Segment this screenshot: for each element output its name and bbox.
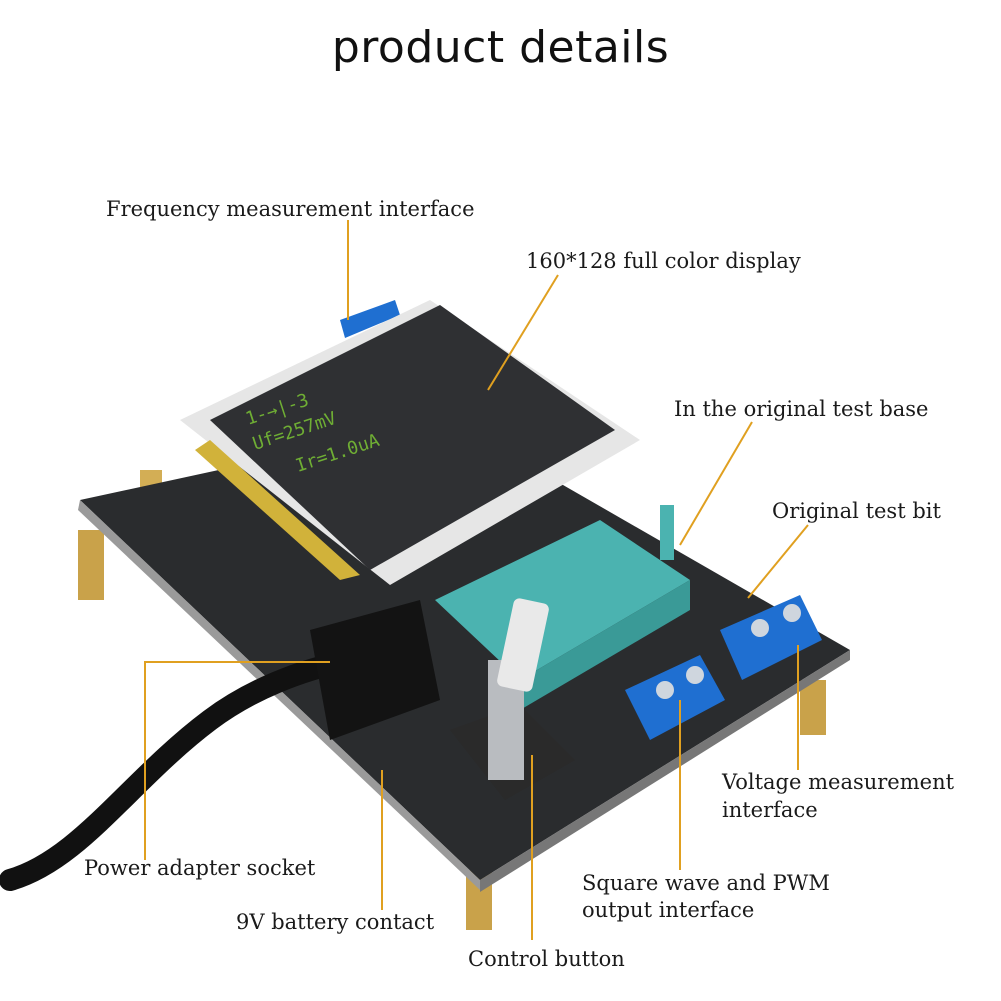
zif-socket xyxy=(435,520,690,680)
leader-test-base xyxy=(679,421,753,546)
label-test-base: In the original test base xyxy=(674,397,929,421)
pcb-edge-front xyxy=(78,500,480,890)
encoder-knob xyxy=(497,598,549,692)
label-power: Power adapter socket xyxy=(84,856,316,880)
leader-lines xyxy=(144,220,809,940)
label-test-bit: Original test bit xyxy=(772,499,941,523)
frequency-terminal xyxy=(340,300,400,338)
leader-power xyxy=(144,661,330,860)
label-square-line-1: Square wave and PWM xyxy=(582,871,830,895)
power-cable xyxy=(0,649,361,891)
display-ribbon xyxy=(195,440,360,580)
power-plug xyxy=(310,600,440,740)
label-square-line-2: output interface xyxy=(582,898,755,922)
zif-lever xyxy=(660,505,674,560)
label-battery: 9V battery contact xyxy=(236,910,435,934)
label-display: 160*128 full color display xyxy=(526,249,801,273)
zif-socket-side xyxy=(520,580,690,710)
label-control: Control button xyxy=(468,947,625,971)
label-frequency: Frequency measurement interface xyxy=(106,197,475,221)
leader-test-bit xyxy=(747,524,809,599)
pcb-board xyxy=(80,420,850,880)
pcb-edge-right xyxy=(480,650,850,892)
display-screen xyxy=(210,305,615,570)
leader-display xyxy=(487,274,559,391)
page-title: product details xyxy=(331,22,670,73)
standoff-front-left xyxy=(78,530,104,600)
label-voltage-line-1: Voltage measurement xyxy=(722,770,955,794)
label-voltage-line-2: interface xyxy=(722,798,818,822)
standoff-back-right xyxy=(800,680,826,735)
